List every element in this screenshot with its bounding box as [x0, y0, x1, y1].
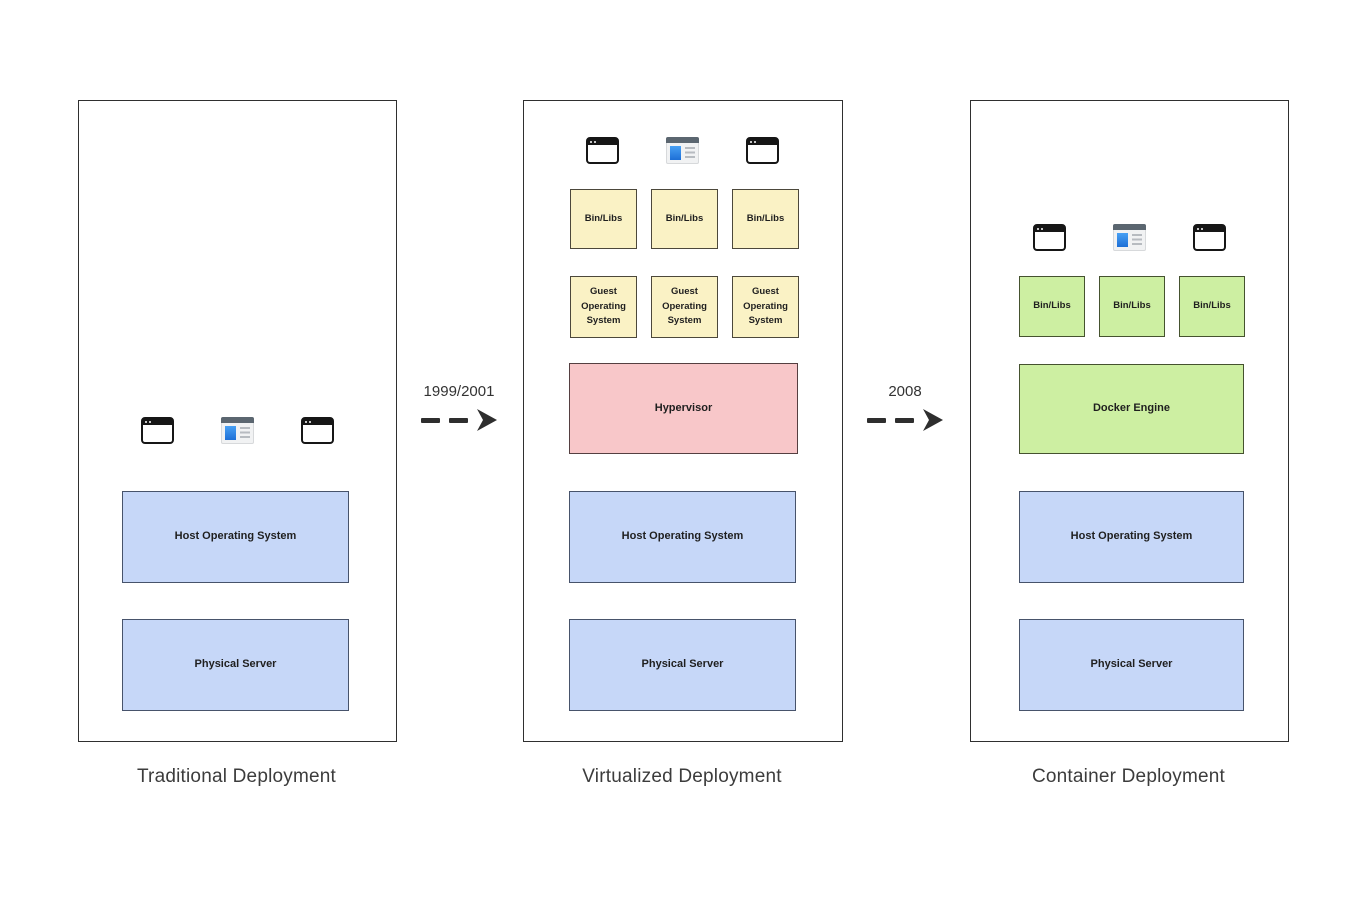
panel-container: Bin/Libs Bin/Libs Bin/Libs Docker Engine…: [970, 100, 1289, 742]
app-content-block: [670, 146, 681, 160]
browser-window-icon: [586, 137, 619, 164]
transition-arrow-1: 1999/2001: [409, 383, 509, 431]
host-os-box: Host Operating System: [569, 491, 796, 583]
window-titlebar: [1035, 226, 1064, 232]
arrow-year-label: 2008: [888, 383, 922, 400]
panel-title-traditional: Traditional Deployment: [136, 766, 337, 787]
guest-os-box: Guest Operating System: [570, 276, 637, 338]
app-text-lines: [1132, 234, 1142, 246]
app-window-icon: [221, 417, 254, 444]
arrow-dash: [421, 417, 440, 423]
app-icons-row: [1033, 224, 1226, 251]
window-titlebar: [1195, 226, 1224, 232]
arrow-dash: [867, 417, 886, 423]
browser-window-icon: [746, 137, 779, 164]
window-titlebar: [588, 139, 617, 145]
window-titlebar: [748, 139, 777, 145]
bin-libs-box: Bin/Libs: [1019, 276, 1085, 337]
app-window-icon: [1113, 224, 1146, 251]
browser-window-icon: [1033, 224, 1066, 251]
arrow-dash: [449, 417, 468, 423]
physical-server-box: Physical Server: [569, 619, 796, 711]
bin-libs-row: Bin/Libs Bin/Libs Bin/Libs: [570, 189, 799, 249]
dashed-arrow-icon: [409, 409, 509, 431]
guest-os-box: Guest Operating System: [651, 276, 718, 338]
app-window-icon: [666, 137, 699, 164]
panel-traditional: Host Operating System Physical Server: [78, 100, 397, 742]
arrow-dash: [895, 417, 914, 423]
arrowhead-icon: [477, 409, 497, 431]
bin-libs-box: Bin/Libs: [570, 189, 637, 249]
bin-libs-row: Bin/Libs Bin/Libs Bin/Libs: [1019, 276, 1245, 337]
host-os-box: Host Operating System: [122, 491, 349, 583]
window-titlebar: [1113, 224, 1146, 230]
app-icons-row: [141, 417, 334, 444]
guest-os-row: Guest Operating System Guest Operating S…: [570, 276, 799, 338]
browser-window-icon: [1193, 224, 1226, 251]
arrow-year-label: 1999/2001: [423, 383, 495, 400]
physical-server-box: Physical Server: [1019, 619, 1244, 711]
window-titlebar: [221, 417, 254, 423]
browser-window-icon: [141, 417, 174, 444]
bin-libs-box: Bin/Libs: [732, 189, 799, 249]
arrowhead-icon: [923, 409, 943, 431]
hypervisor-box: Hypervisor: [569, 363, 798, 454]
bin-libs-box: Bin/Libs: [651, 189, 718, 249]
panel-title-virtualized: Virtualized Deployment: [582, 766, 782, 787]
transition-arrow-2: 2008: [855, 383, 955, 431]
bin-libs-box: Bin/Libs: [1099, 276, 1165, 337]
guest-os-box: Guest Operating System: [732, 276, 799, 338]
panel-virtualized: Bin/Libs Bin/Libs Bin/Libs Guest Operati…: [523, 100, 843, 742]
window-titlebar: [303, 419, 332, 425]
bin-libs-box: Bin/Libs: [1179, 276, 1245, 337]
app-icons-row: [586, 137, 779, 164]
app-text-lines: [685, 147, 695, 159]
dashed-arrow-icon: [855, 409, 955, 431]
app-content-block: [225, 426, 236, 440]
window-titlebar: [143, 419, 172, 425]
panel-title-container: Container Deployment: [1031, 766, 1226, 787]
host-os-box: Host Operating System: [1019, 491, 1244, 583]
physical-server-box: Physical Server: [122, 619, 349, 711]
window-titlebar: [666, 137, 699, 143]
app-text-lines: [240, 427, 250, 439]
docker-engine-box: Docker Engine: [1019, 364, 1244, 454]
browser-window-icon: [301, 417, 334, 444]
app-content-block: [1117, 233, 1128, 247]
